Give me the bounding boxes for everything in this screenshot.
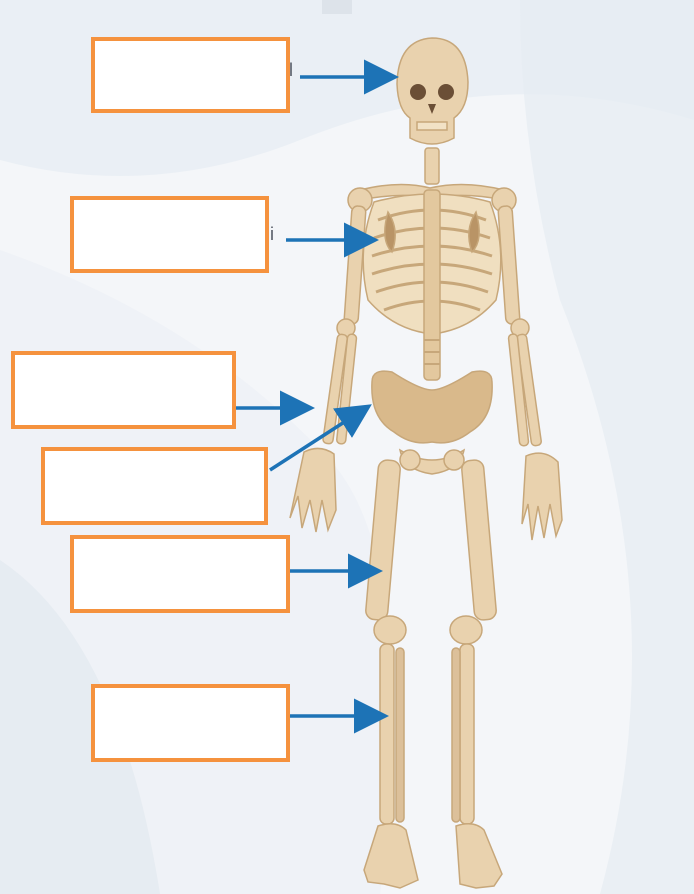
pelvis-shape (372, 371, 492, 443)
label-box-pelvis[interactable] (41, 447, 268, 525)
label-text-skull (95, 41, 286, 53)
label-box-tibia[interactable] (91, 684, 290, 762)
label-box-arm[interactable] (11, 351, 236, 429)
label-text-ribs (74, 200, 265, 212)
label-text-femur (74, 539, 286, 551)
label-box-ribs[interactable] (70, 196, 269, 273)
label-text-tibia (95, 688, 286, 700)
label-text-arm (15, 355, 232, 367)
label-box-femur[interactable] (70, 535, 290, 613)
label-box-skull[interactable] (91, 37, 290, 113)
label-text-pelvis (45, 451, 264, 463)
